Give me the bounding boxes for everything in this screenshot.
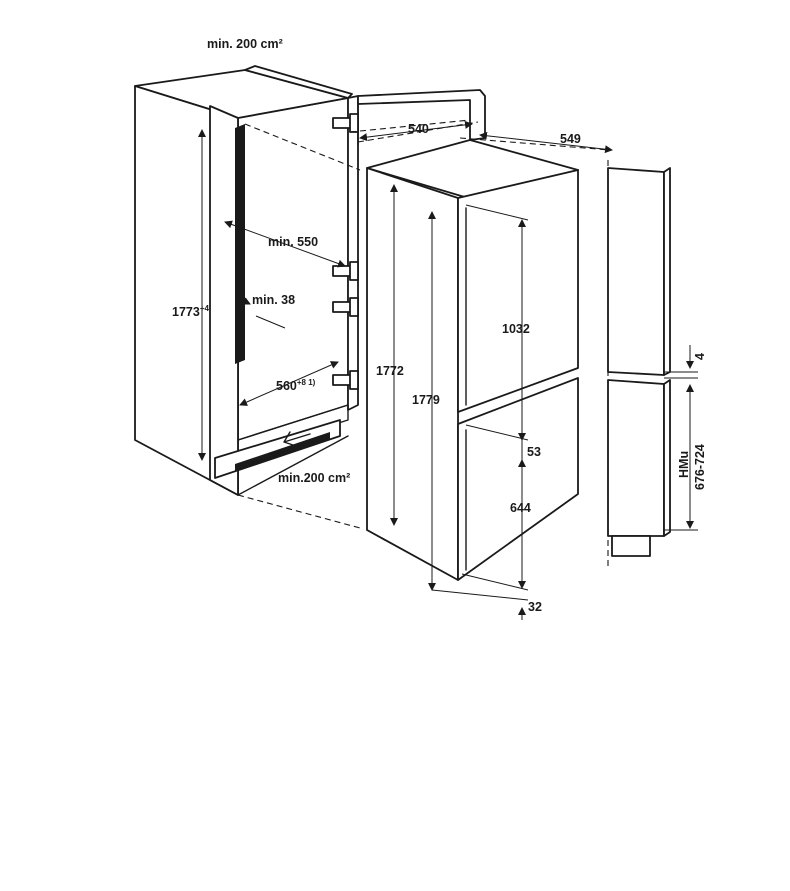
lower-door-label: 644 xyxy=(510,501,531,515)
door-frame-top xyxy=(357,89,486,141)
width-560-value: 560 xyxy=(276,379,297,393)
depth-540-label: 540 xyxy=(408,122,429,136)
top-vent-label: min. 200 cm² xyxy=(207,37,283,51)
niche-side-edge xyxy=(209,105,239,496)
dimension-labels: min. 200 cm² min. 550 min. 38 560+8 1) 1… xyxy=(172,37,707,614)
dimension-lines xyxy=(198,120,698,620)
door-panel-plinth xyxy=(611,535,651,557)
appliance-lower-door xyxy=(457,377,579,581)
hinges xyxy=(332,113,359,390)
width-560-label: 560+8 1) xyxy=(276,378,316,393)
appliance xyxy=(366,139,579,581)
decor-door-panel xyxy=(607,160,671,570)
bottom-vent-label: min.200 cm² xyxy=(278,471,350,485)
bottom-offset-label: 32 xyxy=(528,600,542,614)
side-gap-label: 4 xyxy=(693,353,707,360)
hinge-icon xyxy=(349,113,359,133)
door-panel-lower xyxy=(607,379,665,537)
niche-right-strip xyxy=(347,95,359,411)
hinge-icon xyxy=(349,297,359,317)
niche-back-rail xyxy=(244,65,353,99)
upper-door-label: 1032 xyxy=(502,322,530,336)
hinge-icon xyxy=(349,370,359,390)
door-gap-label: 53 xyxy=(527,445,541,459)
niche-height-superscript: +4 xyxy=(200,304,210,313)
door-total-height-label: 1779 xyxy=(412,393,440,407)
airflow-arrow-icon xyxy=(283,431,311,447)
plinth-vent-slot xyxy=(235,432,330,472)
hinge-icon xyxy=(349,261,359,281)
width-560-superscript: +8 1) xyxy=(297,378,316,387)
appliance-base xyxy=(366,529,386,541)
niche-height-value: 1773 xyxy=(172,305,200,319)
door-panel-lower-edge xyxy=(663,379,671,537)
hmu-label: HMu xyxy=(677,451,691,478)
unit-height-label: 1772 xyxy=(376,364,404,378)
niche-inner-seal xyxy=(235,124,245,364)
depth-549-label: 549 xyxy=(560,132,581,146)
appliance-upper-door xyxy=(457,169,579,413)
door-panel-upper xyxy=(607,167,665,376)
niche-cabinet xyxy=(134,65,359,496)
gap-38-label: min. 38 xyxy=(252,293,295,307)
depth-550-label: min. 550 xyxy=(268,235,318,249)
niche-door-frame xyxy=(357,89,486,146)
hmu-range-label: 676-724 xyxy=(693,444,707,490)
niche-height-label: 1773+4 xyxy=(172,304,209,319)
door-panel-upper-edge xyxy=(663,167,671,376)
